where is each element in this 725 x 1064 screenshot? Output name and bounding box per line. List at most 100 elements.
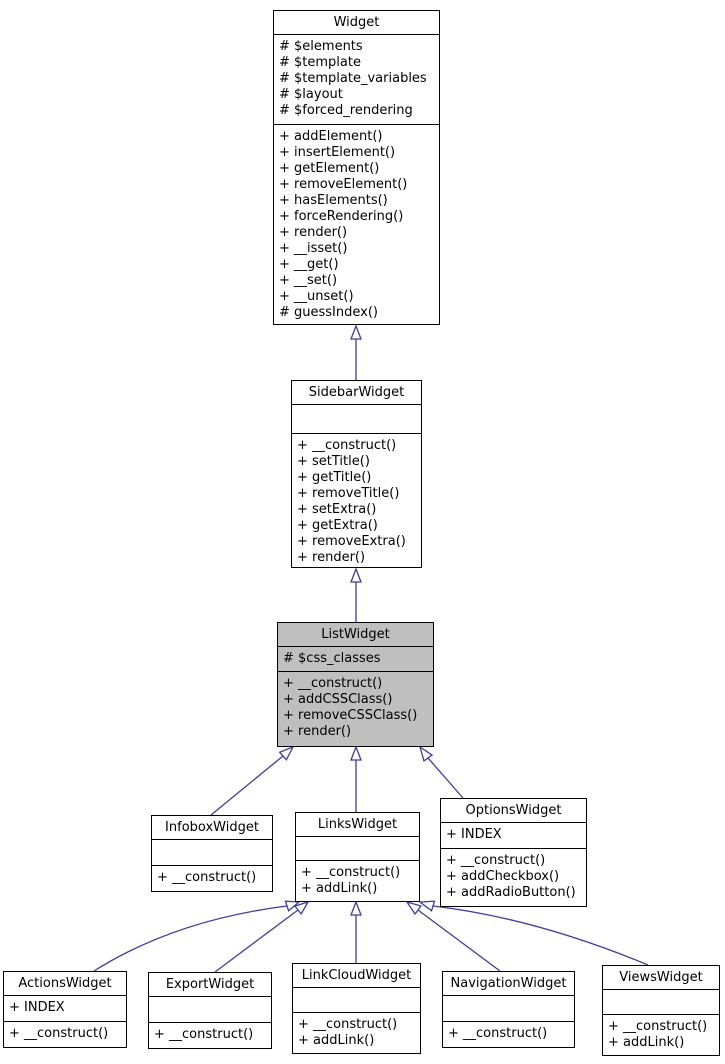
- class-methods-section: + __construct()+ addCSSClass()+ removeCS…: [278, 671, 433, 746]
- class-attributes-section: [149, 996, 271, 1022]
- class-box-linkcloudwidget[interactable]: LinkCloudWidget + __construct()+ addLink…: [292, 963, 421, 1054]
- class-methods-section: + __construct(): [152, 865, 272, 891]
- class-box-exportwidget[interactable]: ExportWidget + __construct(): [148, 972, 272, 1049]
- class-attributes-section: [296, 836, 419, 860]
- member-row: + __construct(): [157, 870, 257, 885]
- member-row: + render(): [297, 550, 366, 565]
- inheritance-edge-ExportWidget-to-LinksWidget: [214, 900, 310, 973]
- class-attributes-section: [292, 404, 421, 433]
- edge-line: [417, 909, 501, 972]
- edge-line: [432, 905, 649, 966]
- class-box-optionswidget[interactable]: OptionsWidget + INDEX + __construct()+ a…: [440, 798, 587, 907]
- inheritance-edge-LinkCloudWidget-to-LinksWidget: [350, 900, 362, 963]
- member-row: + __construct(): [297, 438, 397, 453]
- member-row: + removeTitle(): [297, 486, 400, 501]
- member-row: + addLink(): [301, 881, 378, 896]
- class-box-actionswidget[interactable]: ActionsWidget + INDEX + __construct(): [3, 971, 127, 1048]
- member-row: + render(): [283, 724, 352, 739]
- class-methods-section: + __construct(): [149, 1022, 271, 1048]
- class-attributes-section: [603, 989, 719, 1014]
- class-box-linkswidget[interactable]: LinksWidget + __construct()+ addLink(): [295, 812, 420, 902]
- class-attributes-section: # $css_classes: [278, 646, 433, 671]
- member-row: # $layout: [279, 87, 343, 102]
- class-attributes-section: [443, 995, 574, 1021]
- edge-line: [427, 757, 464, 799]
- inheritance-edge-InfoboxWidget-to-ListWidget: [210, 745, 295, 816]
- class-title: ListWidget: [321, 627, 390, 642]
- edge-line: [214, 909, 299, 973]
- inheritance-edge-ViewsWidget-to-LinksWidget: [418, 900, 649, 966]
- member-row: + __isset(): [279, 241, 348, 256]
- member-row: + setTitle(): [297, 454, 370, 469]
- member-row: # $template: [279, 55, 361, 70]
- member-row: + getTitle(): [297, 470, 372, 485]
- class-title: NavigationWidget: [450, 976, 567, 991]
- member-row: + __construct(): [448, 1026, 548, 1041]
- class-title: ActionsWidget: [18, 976, 112, 991]
- member-row: + removeElement(): [279, 177, 408, 192]
- member-row: + INDEX: [9, 1000, 65, 1015]
- member-row: + render(): [279, 225, 348, 240]
- member-row: # $elements: [279, 39, 363, 54]
- edge-line: [210, 755, 284, 816]
- member-row: + __unset(): [279, 289, 354, 304]
- member-row: + __construct(): [154, 1027, 254, 1042]
- hollow-triangle-arrowhead-icon: [350, 900, 362, 916]
- class-attributes-section: + INDEX: [4, 995, 126, 1021]
- class-box-navigationwidget[interactable]: NavigationWidget + __construct(): [442, 971, 575, 1048]
- edge-line: [93, 905, 288, 972]
- class-box-sidebarwidget[interactable]: SidebarWidget + __construct()+ setTitle(…: [291, 380, 422, 568]
- member-row: + setExtra(): [297, 502, 377, 517]
- class-methods-section: + __construct()+ addCheckbox()+ addRadio…: [441, 848, 586, 906]
- class-title: ViewsWidget: [619, 970, 703, 985]
- hollow-triangle-arrowhead-icon: [418, 745, 434, 763]
- member-row: # guessIndex(): [279, 305, 378, 320]
- member-row: + __construct(): [301, 865, 401, 880]
- class-box-viewswidget[interactable]: ViewsWidget + __construct()+ addLink(): [602, 965, 720, 1056]
- class-attributes-section: [152, 839, 272, 865]
- hollow-triangle-arrowhead-icon: [350, 324, 362, 340]
- member-row: + addCSSClass(): [283, 692, 393, 707]
- hollow-triangle-arrowhead-icon: [350, 745, 362, 761]
- class-methods-section: + __construct()+ addLink(): [293, 1012, 420, 1053]
- inheritance-edge-ListWidget-to-SidebarWidget: [350, 567, 362, 622]
- class-box-listwidget-current[interactable]: ListWidget # $css_classes + __construct(…: [277, 622, 434, 747]
- class-methods-section: + __construct(): [4, 1021, 126, 1047]
- member-row: + addLink(): [298, 1033, 375, 1048]
- inheritance-edge-LinksWidget-to-ListWidget: [350, 745, 362, 812]
- class-attributes-section: [293, 987, 420, 1012]
- member-row: + hasElements(): [279, 193, 388, 208]
- member-row: + INDEX: [446, 827, 502, 842]
- hollow-triangle-arrowhead-icon: [278, 745, 295, 761]
- class-methods-section: + __construct(): [443, 1021, 574, 1047]
- member-row: + getExtra(): [297, 518, 378, 533]
- member-row: + addLink(): [608, 1035, 685, 1050]
- class-box-infoboxwidget[interactable]: InfoboxWidget + __construct(): [151, 815, 273, 892]
- class-title: OptionsWidget: [465, 803, 562, 818]
- member-row: + addCheckbox(): [446, 869, 560, 884]
- member-row: # $css_classes: [283, 651, 381, 666]
- member-row: + getElement(): [279, 161, 380, 176]
- class-title: SidebarWidget: [308, 385, 405, 400]
- hollow-triangle-arrowhead-icon: [284, 900, 301, 912]
- class-title: Widget: [333, 15, 380, 30]
- member-row: + __set(): [279, 273, 338, 288]
- class-attributes-section: # $elements# $template# $template_variab…: [274, 34, 439, 124]
- inheritance-edge-NavigationWidget-to-LinksWidget: [405, 900, 501, 972]
- class-methods-section: + __construct()+ addLink(): [603, 1014, 719, 1055]
- member-row: + removeCSSClass(): [283, 708, 418, 723]
- member-row: # $template_variables: [279, 71, 427, 86]
- member-row: + removeExtra(): [297, 534, 406, 549]
- inheritance-edge-ActionsWidget-to-LinksWidget: [93, 900, 301, 972]
- member-row: + addElement(): [279, 129, 383, 144]
- member-row: + addRadioButton(): [446, 885, 576, 900]
- inheritance-edge-SidebarWidget-to-Widget: [350, 324, 362, 380]
- member-row: + insertElement(): [279, 145, 396, 160]
- class-title: ExportWidget: [165, 977, 255, 992]
- hollow-triangle-arrowhead-icon: [405, 900, 423, 916]
- class-methods-section: + addElement()+ insertElement()+ getElem…: [274, 124, 439, 324]
- class-box-widget[interactable]: Widget # $elements# $template# $template…: [273, 10, 440, 325]
- inheritance-edge-OptionsWidget-to-ListWidget: [418, 745, 464, 799]
- member-row: + __construct(): [608, 1019, 708, 1034]
